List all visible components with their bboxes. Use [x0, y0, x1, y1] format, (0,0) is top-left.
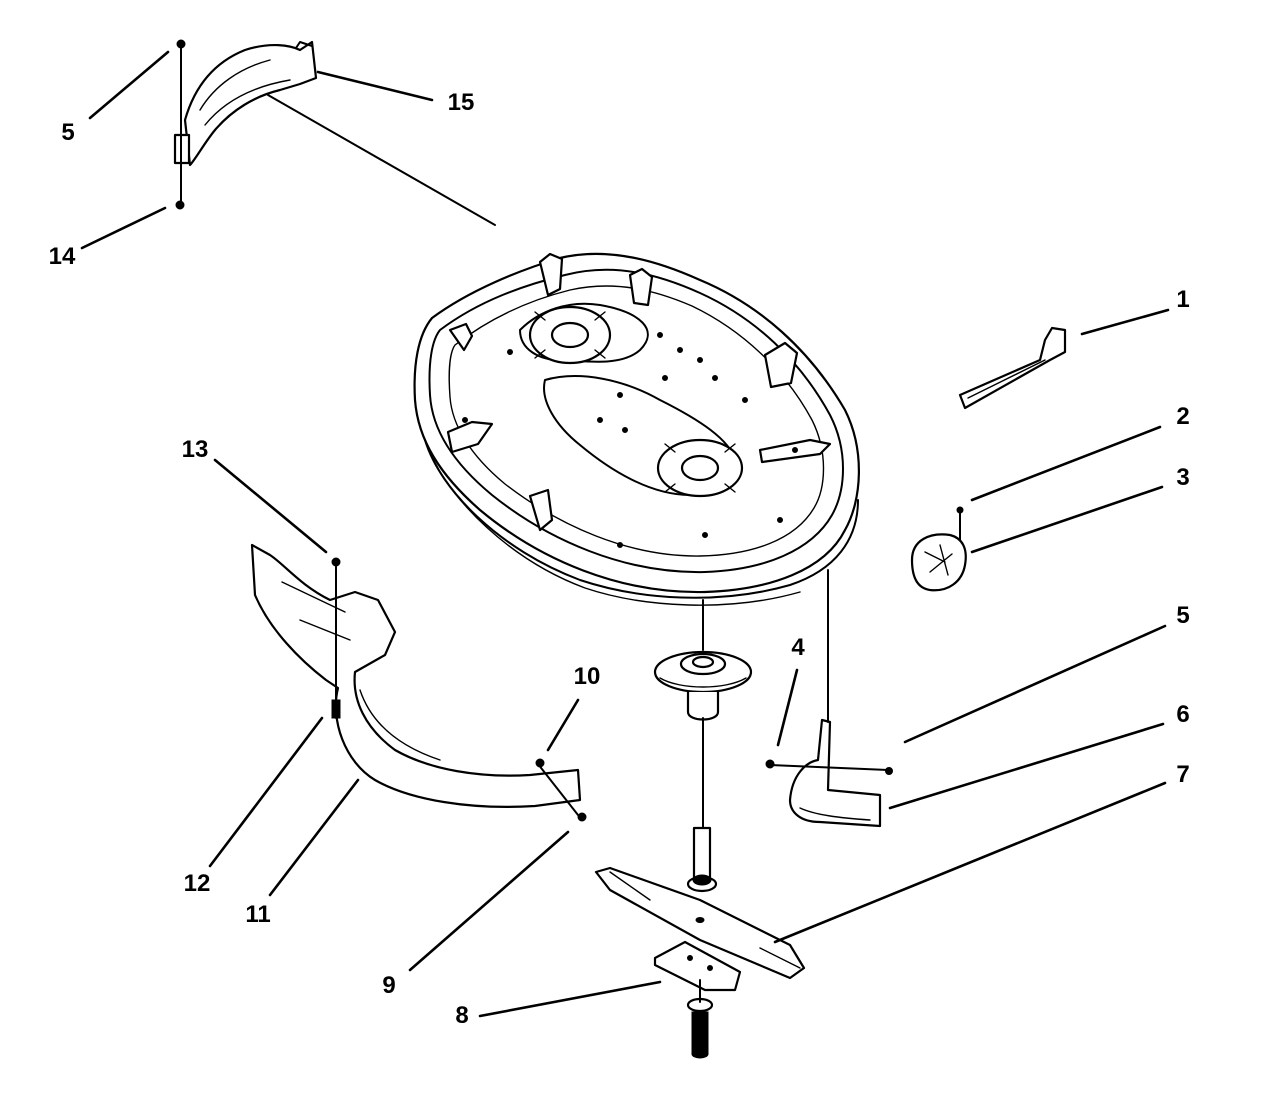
part-6-bracket — [788, 718, 882, 828]
part-10-screw — [537, 763, 579, 816]
part-9-nut — [577, 812, 587, 822]
leader-lines — [80, 50, 1170, 1018]
part-15-deflector-bracket — [173, 40, 318, 167]
part-14-bolt — [175, 200, 185, 210]
callout-9: 9 — [382, 972, 396, 999]
callout-12: 12 — [183, 870, 211, 897]
callout-5-left: 5 — [61, 119, 75, 146]
part-5-nut-right — [885, 767, 893, 775]
spindle-boss-left — [528, 305, 612, 365]
part-1-baffle — [958, 326, 1067, 410]
callout-7: 7 — [1176, 761, 1190, 788]
callout-6: 6 — [1176, 701, 1190, 728]
spindle-boss-right — [656, 438, 744, 498]
callout-3: 3 — [1176, 464, 1190, 491]
part-4-screw — [769, 764, 889, 771]
callout-2: 2 — [1176, 403, 1190, 430]
blade-bolt — [686, 997, 714, 1059]
centerline-deflector-deck — [267, 94, 496, 226]
spindle-housing — [653, 650, 753, 721]
part-3-knob — [910, 533, 967, 592]
callout-10: 10 — [573, 663, 601, 690]
callout-14: 14 — [48, 243, 76, 270]
part-11-baffle — [250, 543, 582, 808]
part-2-bolt — [956, 506, 964, 541]
part-7-blade — [594, 866, 806, 980]
callout-4: 4 — [791, 634, 805, 661]
callout-8: 8 — [455, 1002, 469, 1029]
callout-15: 15 — [447, 89, 475, 116]
deck-holes — [462, 332, 798, 548]
part-12-bolt — [331, 699, 341, 719]
callout-5-right: 5 — [1176, 602, 1190, 629]
mower-deck-housing — [413, 252, 860, 606]
callout-11: 11 — [245, 901, 271, 928]
callout-1: 1 — [1176, 286, 1190, 313]
part-8-adapter — [653, 940, 742, 992]
spindle-shaft — [686, 826, 718, 893]
part-5-nut-top — [176, 39, 186, 49]
callout-13: 13 — [181, 436, 209, 463]
